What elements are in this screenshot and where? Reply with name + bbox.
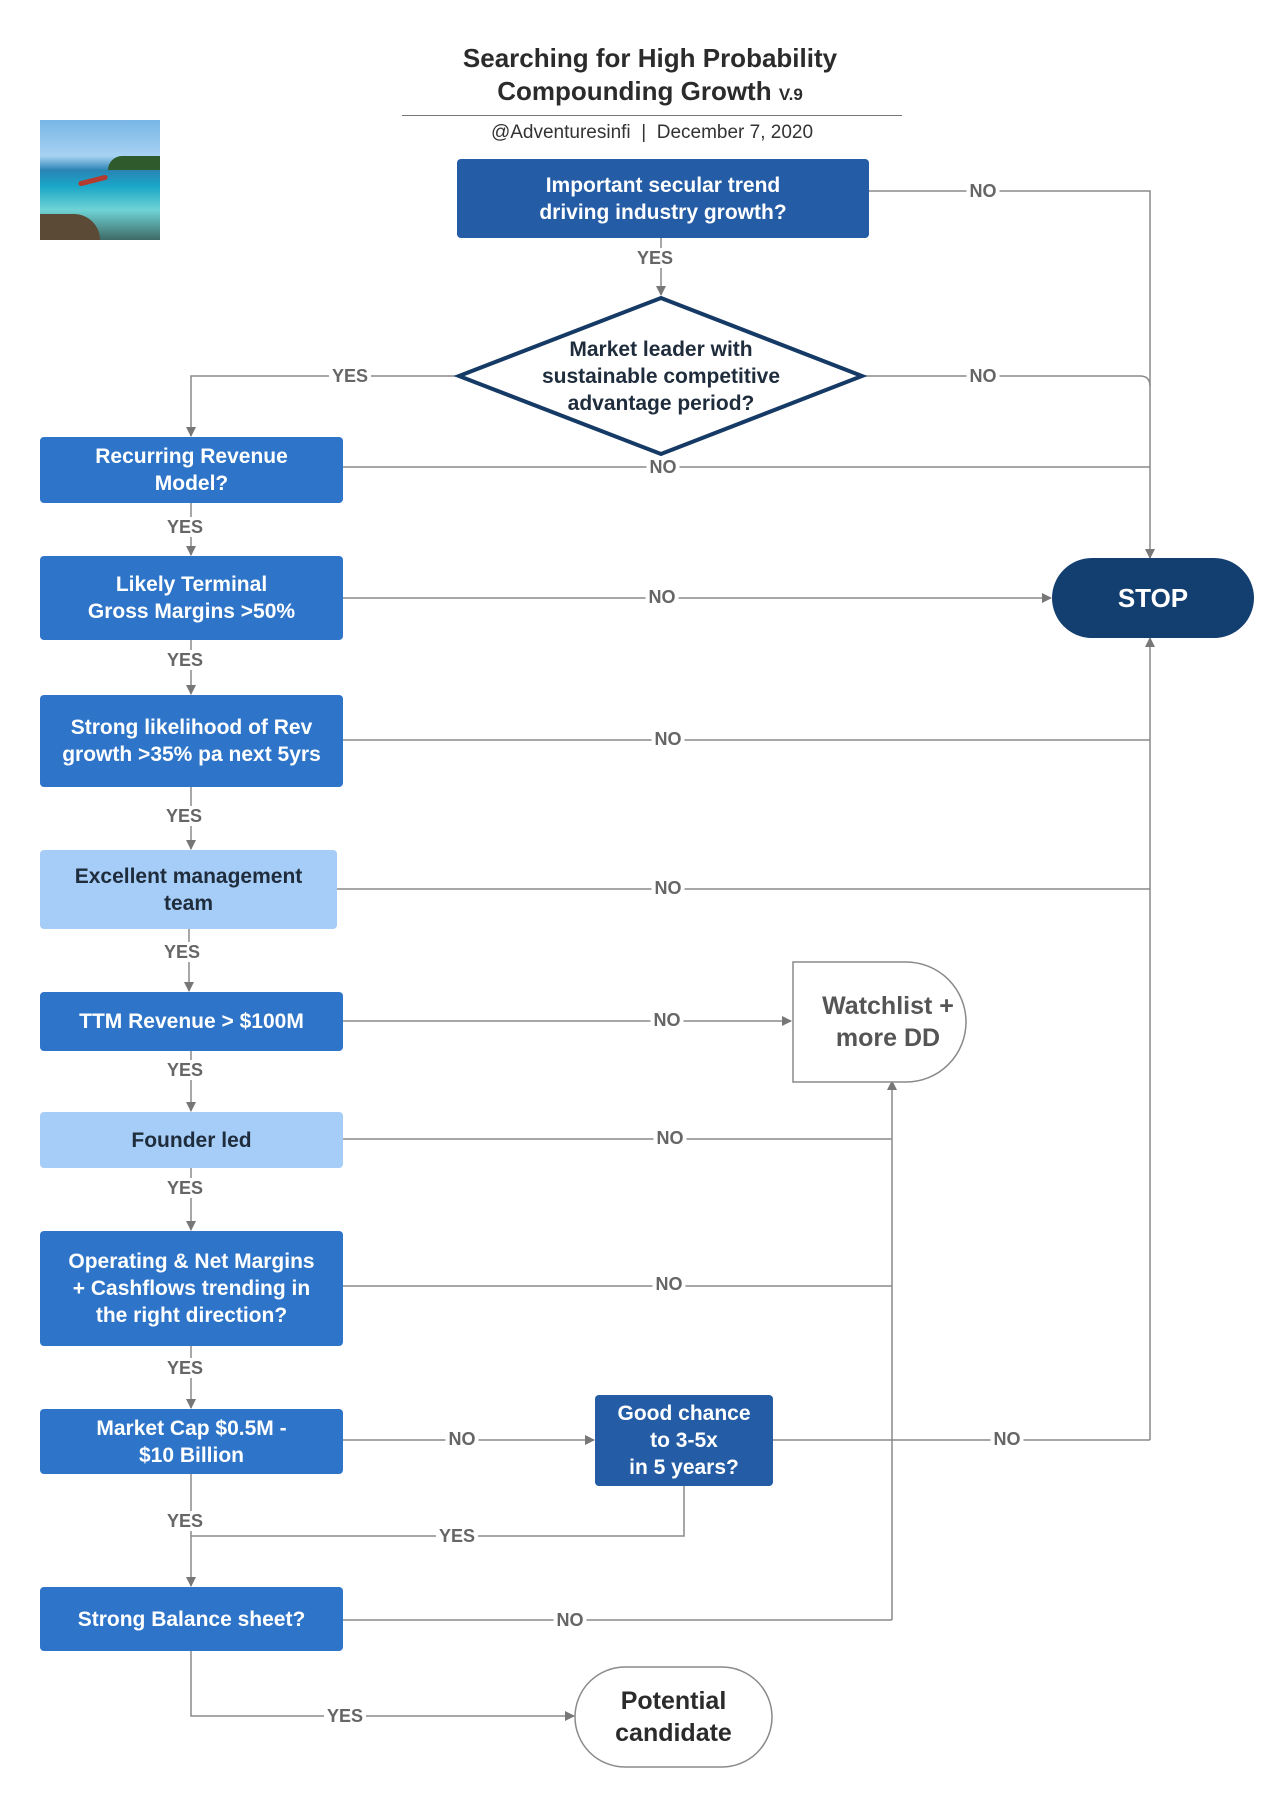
diver-photo bbox=[40, 120, 160, 240]
edge-label-no: NO bbox=[651, 729, 685, 749]
edge-label-yes: YES bbox=[163, 1511, 207, 1531]
watchlist-shape bbox=[792, 961, 967, 1083]
operating-margins-node: Operating & Net Margins+ Cashflows trend… bbox=[40, 1231, 343, 1346]
title-divider bbox=[402, 115, 902, 116]
edge-label-yes: YES bbox=[435, 1526, 479, 1546]
edge-label-yes: YES bbox=[163, 517, 207, 537]
edge-label-no: NO bbox=[990, 1429, 1024, 1449]
edge-label-no: NO bbox=[646, 457, 680, 477]
edge-label-yes: YES bbox=[163, 650, 207, 670]
market-cap-node: Market Cap $0.5M -$10 Billion bbox=[40, 1409, 343, 1474]
publish-date: December 7, 2020 bbox=[656, 122, 814, 143]
stop-node: STOP bbox=[1052, 558, 1254, 638]
edge-label-yes: YES bbox=[633, 248, 677, 268]
founder-led-node: Founder led bbox=[40, 1112, 343, 1168]
edge-label-yes: YES bbox=[163, 1358, 207, 1378]
title-line-1: Searching for High Probability bbox=[462, 43, 838, 73]
balance-sheet-node: Strong Balance sheet? bbox=[40, 1587, 343, 1651]
page-title: Searching for High Probability Compoundi… bbox=[360, 42, 940, 111]
ttm-revenue-node: TTM Revenue > $100M bbox=[40, 992, 343, 1051]
version-label: V.9 bbox=[778, 85, 803, 104]
edge-label-no: NO bbox=[553, 1610, 587, 1630]
edge-label-no: NO bbox=[445, 1429, 479, 1449]
edge-label-yes: YES bbox=[163, 1060, 207, 1080]
title-line-2: Compounding Growth bbox=[497, 76, 772, 106]
edge-label-no: NO bbox=[645, 587, 679, 607]
edge-label-yes: YES bbox=[162, 806, 206, 826]
potential-shape bbox=[574, 1666, 773, 1768]
market-leader-diamond bbox=[453, 295, 868, 457]
watchlist-node: Watchlist +more DD bbox=[822, 992, 954, 1052]
byline: @Adventuresinfi | December 7, 2020 bbox=[402, 122, 902, 144]
edge-label-no: NO bbox=[966, 366, 1000, 386]
edge-label-yes: YES bbox=[160, 942, 204, 962]
edge-label-no: NO bbox=[966, 181, 1000, 201]
edge-label-no: NO bbox=[651, 878, 685, 898]
edge-label-no: NO bbox=[650, 1010, 684, 1030]
edge-label-yes: YES bbox=[163, 1178, 207, 1198]
author-handle: @Adventuresinfi bbox=[490, 122, 631, 143]
edge-label-yes: YES bbox=[323, 1706, 367, 1726]
edge-label-no: NO bbox=[653, 1128, 687, 1148]
edge-label-no: NO bbox=[652, 1274, 686, 1294]
byline-separator: | bbox=[641, 122, 647, 143]
edge-label-yes: YES bbox=[328, 366, 372, 386]
